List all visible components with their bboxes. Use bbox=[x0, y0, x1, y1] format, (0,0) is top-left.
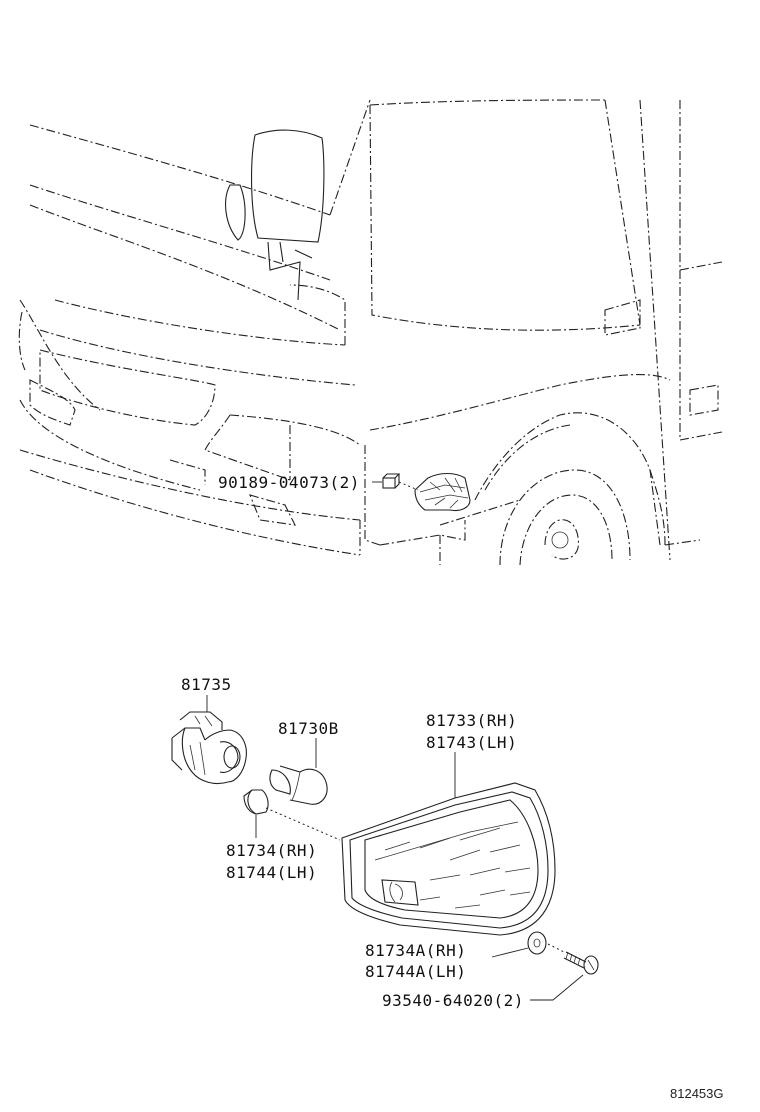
gasket-81734 bbox=[243, 789, 269, 815]
side-turn-lamp-installed bbox=[414, 472, 471, 512]
screw-93540-64020 bbox=[563, 951, 599, 975]
label-clip: 90189-04073(2) bbox=[218, 473, 360, 492]
bulb-81730B bbox=[269, 765, 328, 805]
turn-lamp-lens-81733 bbox=[341, 782, 556, 936]
exploded-parts bbox=[171, 695, 599, 1001]
figure-number: 812453G bbox=[670, 1086, 724, 1101]
label-lamp-lh: 81743(LH) bbox=[426, 733, 517, 752]
label-socket: 81735 bbox=[181, 675, 232, 694]
washer-81734A bbox=[527, 931, 547, 955]
label-gasket-rh: 81734(RH) bbox=[226, 841, 317, 860]
truck-cab-illustration bbox=[18, 99, 723, 566]
label-washer-rh: 81734A(RH) bbox=[365, 941, 466, 960]
label-washer-lh: 81744A(LH) bbox=[365, 962, 466, 981]
label-gasket-lh: 81744(LH) bbox=[226, 863, 317, 882]
bulb-socket-81735 bbox=[171, 711, 247, 785]
label-lamp-rh: 81733(RH) bbox=[426, 711, 517, 730]
label-bulb: 81730B bbox=[278, 719, 339, 738]
label-screw: 93540-64020(2) bbox=[382, 991, 524, 1010]
clip-small-part bbox=[382, 473, 401, 489]
